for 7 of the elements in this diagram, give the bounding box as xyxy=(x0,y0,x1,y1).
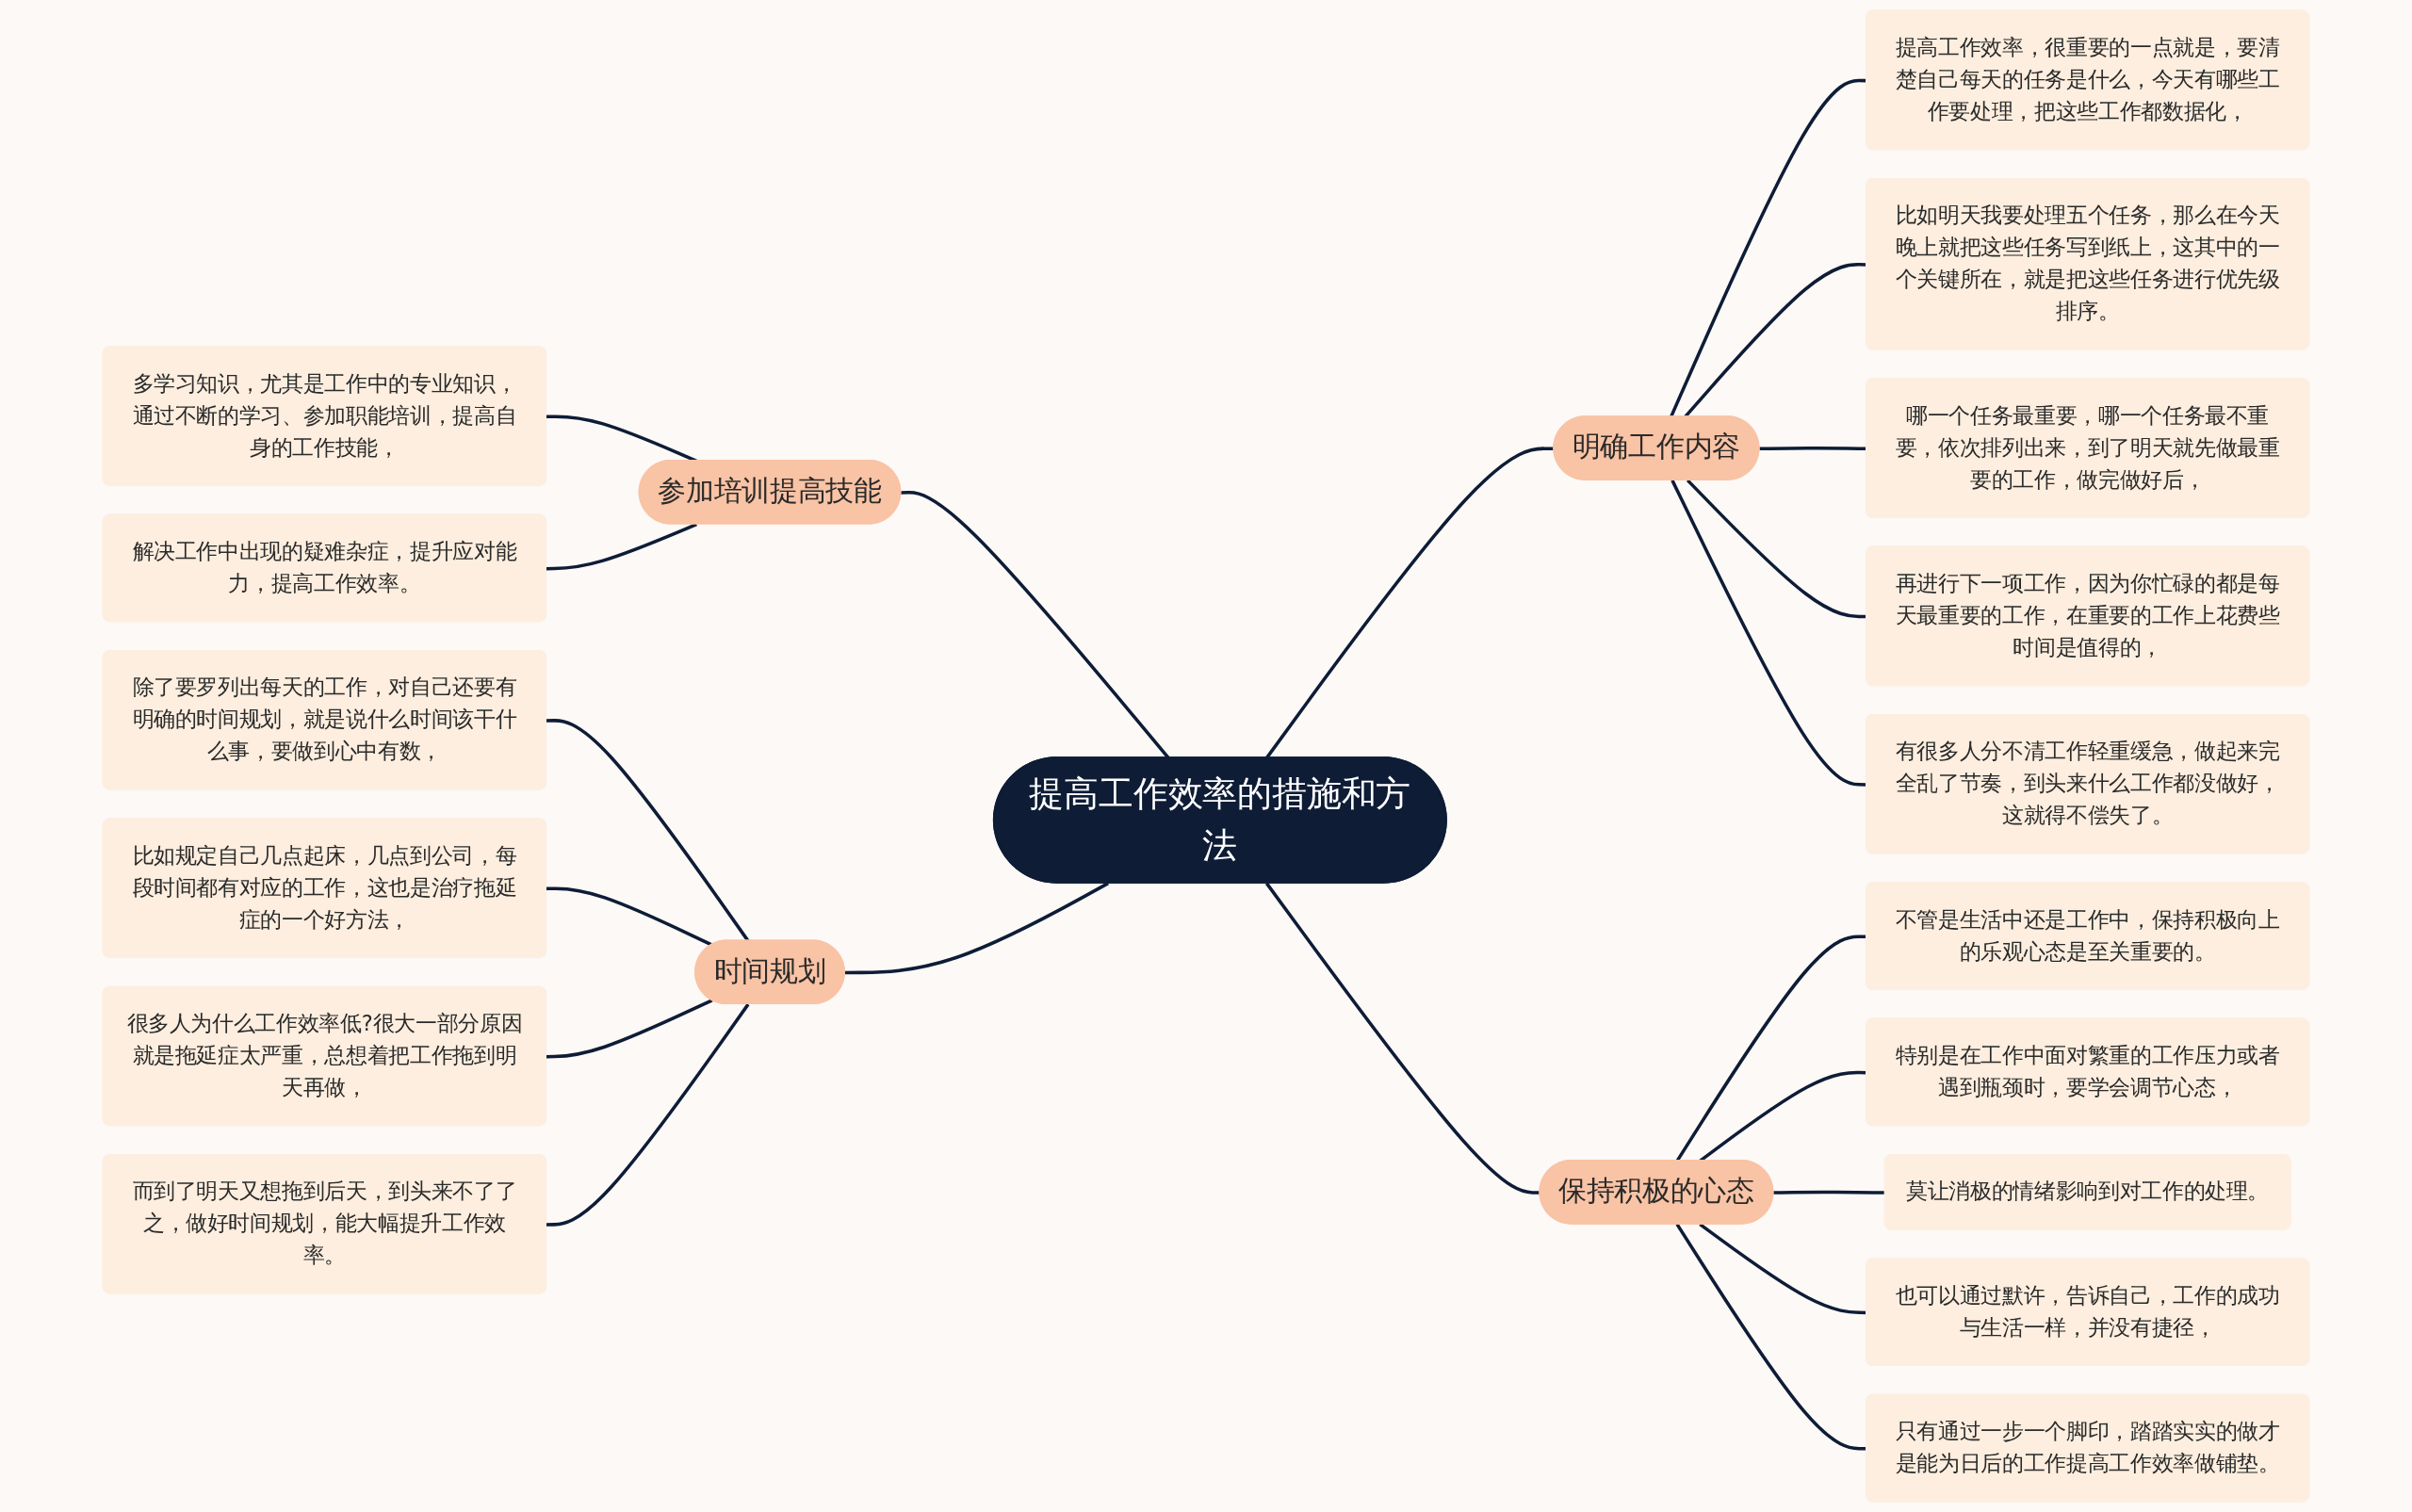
connector xyxy=(1264,882,1540,1195)
connector xyxy=(546,719,750,942)
connector xyxy=(546,1003,750,1227)
connector xyxy=(546,522,697,571)
connector xyxy=(844,882,1109,975)
connector xyxy=(546,999,713,1059)
connector xyxy=(546,886,713,947)
